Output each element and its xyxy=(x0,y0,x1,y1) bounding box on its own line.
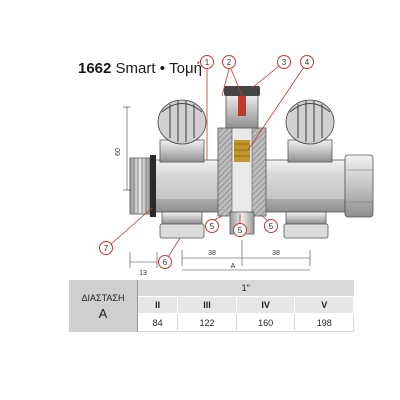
left-handwheel xyxy=(157,99,207,163)
callout-3-label: 3 xyxy=(282,58,287,67)
callout-1: 1 xyxy=(200,55,214,69)
table-header-size: 1" xyxy=(137,280,354,297)
dimension-lines xyxy=(123,106,311,271)
central-section xyxy=(217,86,267,217)
callout-2-label: 2 xyxy=(227,58,232,67)
dimension-lead-label: ΔΙΑΣΤΑΣΗ xyxy=(81,292,125,303)
callout-2: 2 xyxy=(222,55,236,69)
callout-5-left-label: 5 xyxy=(210,222,215,231)
table-value-ii: 84 xyxy=(137,313,179,332)
table-value-iv: 160 xyxy=(236,313,296,332)
callout-5-center-label: 5 xyxy=(238,226,243,235)
dimension-lead-value: A xyxy=(98,305,108,321)
dimension-lead-cell: ΔΙΑΣΤΑΣΗ A xyxy=(69,280,138,332)
callout-7-label: 7 xyxy=(104,244,109,253)
table-col-iii: III xyxy=(177,296,237,315)
callout-3: 3 xyxy=(277,55,291,69)
dimension-table: ΔΙΑΣΤΑΣΗ A 1" II III IV V 84 122 160 198 xyxy=(69,280,354,332)
table-col-v: V xyxy=(294,296,354,315)
dim-left-spacing-label: 38 xyxy=(208,250,216,257)
callout-6-label: 6 xyxy=(163,258,168,267)
callout-5-right: 5 xyxy=(264,219,278,233)
callout-5-left: 5 xyxy=(205,219,219,233)
right-handwheel xyxy=(285,99,335,163)
dim-right-spacing-label: 38 xyxy=(272,250,280,257)
callout-6: 6 xyxy=(158,255,172,269)
callout-5-center: 5 xyxy=(233,223,247,237)
callout-4: 4 xyxy=(300,55,314,69)
dim-overall-label: A xyxy=(231,263,236,270)
callout-4-label: 4 xyxy=(305,58,310,67)
model-subtitle: Smart • Τομή xyxy=(115,60,202,77)
table-value-v: 198 xyxy=(294,313,354,332)
table-value-iii: 122 xyxy=(177,313,237,332)
bottom-outlets xyxy=(159,211,329,239)
dim-height-label: 60 xyxy=(115,148,122,156)
model-code: 1662 xyxy=(78,60,112,77)
table-col-iv: IV xyxy=(236,296,296,315)
left-inlet-thread xyxy=(129,155,156,217)
table-col-ii: II xyxy=(137,296,179,315)
dim-offset-label: 13 xyxy=(139,270,147,277)
callout-1-label: 1 xyxy=(205,58,210,67)
diagram-title: 1662 Smart • Τομή xyxy=(78,60,202,77)
callout-7: 7 xyxy=(99,241,113,255)
callout-5-right-label: 5 xyxy=(269,222,274,231)
right-union-nut xyxy=(344,154,374,218)
leader-lines xyxy=(109,65,305,258)
